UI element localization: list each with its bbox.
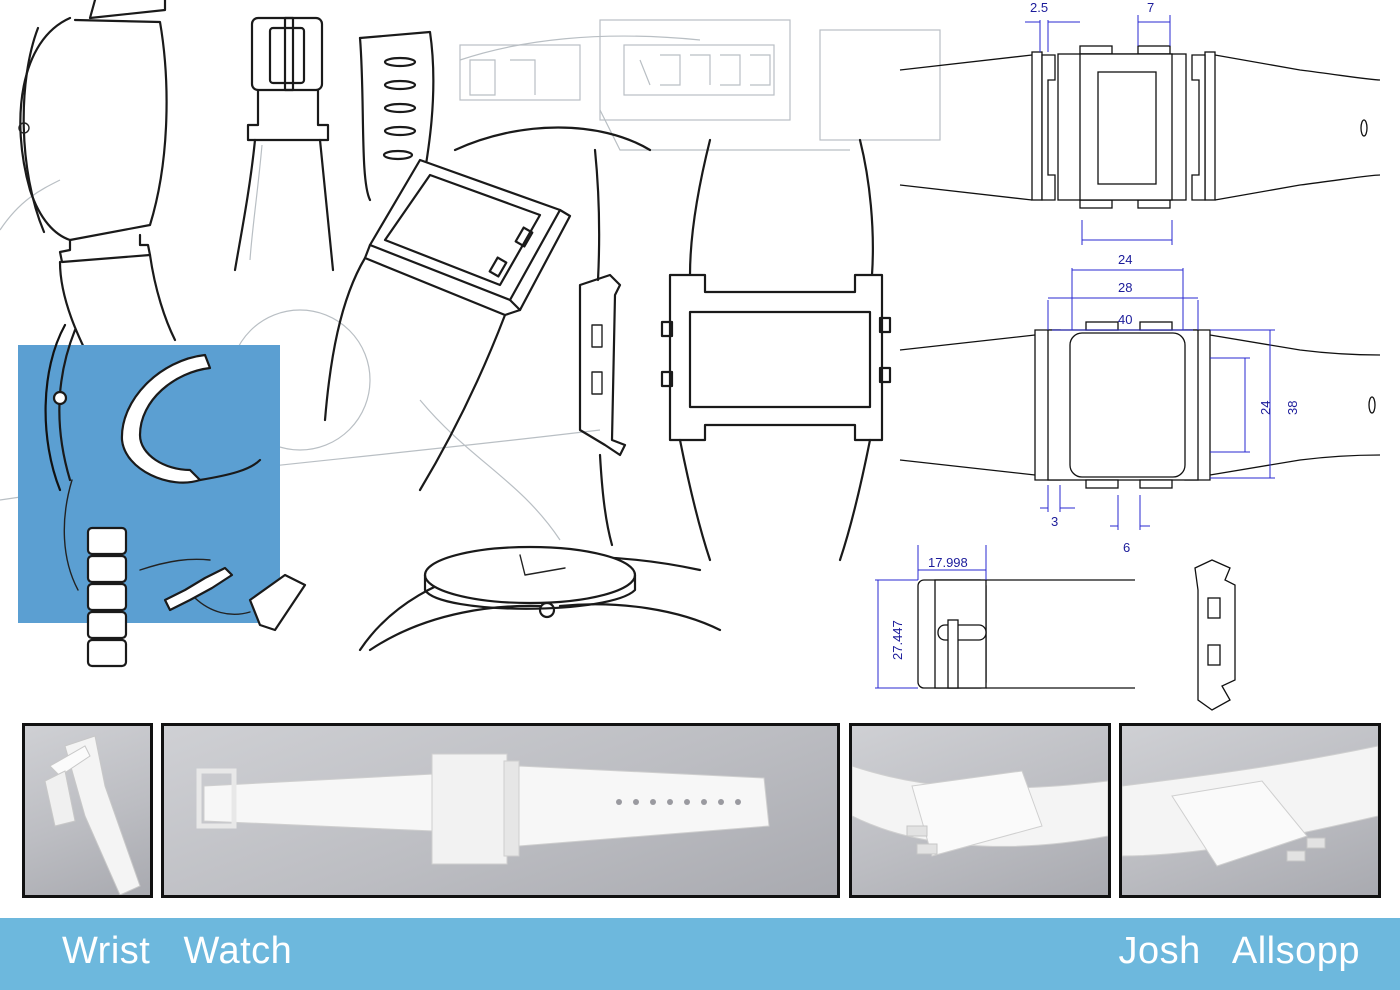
dim-button-width: 7 [1147, 0, 1154, 15]
cad-buckle-view [875, 545, 1135, 689]
footer-bar [0, 918, 1400, 990]
sketch-bracelet-links [44, 323, 307, 668]
photo-case-angle-right [1119, 723, 1381, 898]
strap-photo-icon [196, 753, 770, 865]
dim-button: 6 [1123, 540, 1130, 555]
case-back-photo-icon [1122, 745, 1378, 867]
dim-buckle-height: 27.447 [890, 620, 905, 660]
pencil-construction [0, 19, 941, 541]
sketch-buckle-strap [233, 16, 335, 272]
dim-case-height: 38 [1285, 401, 1300, 415]
dim-screen-width: 24 [1118, 252, 1132, 267]
case-photo-icon [852, 765, 1108, 857]
dim-wall: 3 [1051, 514, 1058, 529]
photo-strap-full [161, 723, 840, 898]
project-title: Wrist Watch [62, 930, 293, 972]
dim-screen-height: 24 [1258, 401, 1273, 415]
sketch-case-side [578, 148, 627, 547]
dim-outer-width: 40 [1118, 312, 1132, 327]
sketch-watch-front [660, 138, 892, 562]
cad-top-view [899, 15, 1381, 245]
sketch-round-watch [358, 545, 722, 652]
buckle-photo-icon [44, 735, 141, 895]
dim-buckle-width: 17.998 [928, 555, 968, 570]
photo-case-angle-left [849, 723, 1111, 898]
sketch-rectangular-watch-perspective [323, 126, 652, 492]
sketch-watch-profile [18, 0, 177, 362]
cad-front-view [899, 268, 1381, 530]
photo-buckle-closeup [22, 723, 153, 898]
author-name: Josh Allsopp [1118, 930, 1360, 972]
dim-lug-gap: 2.5 [1030, 0, 1048, 15]
cad-case-side [1194, 559, 1236, 711]
dim-inner-width: 28 [1118, 280, 1132, 295]
